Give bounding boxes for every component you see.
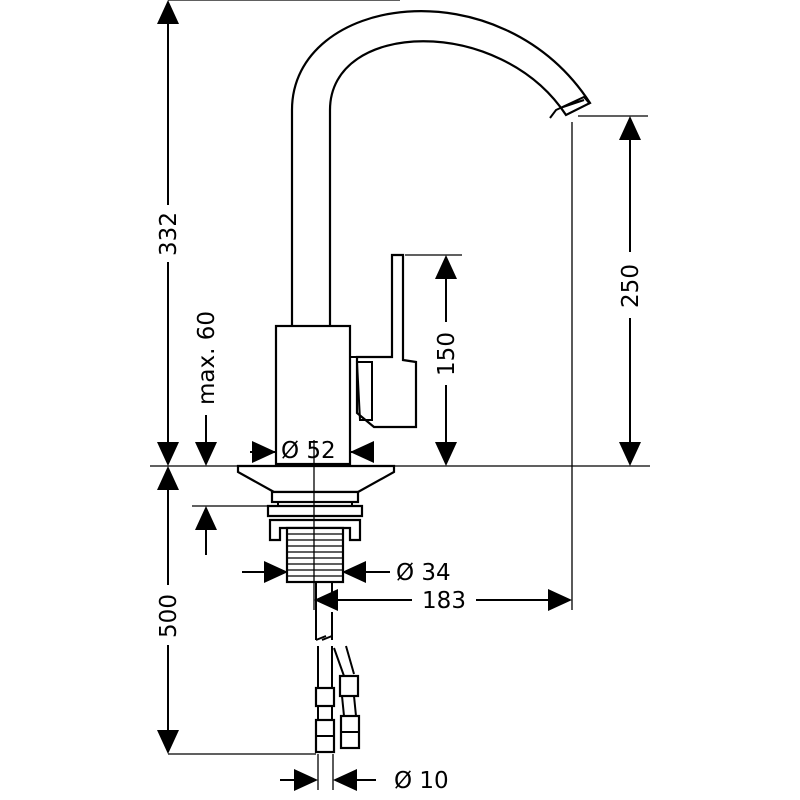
lever-cartridge [355, 361, 373, 421]
dimension-diameter-10: Ø 10 [280, 768, 449, 794]
spout-aerator [549, 95, 591, 119]
label-332: 332 [156, 212, 182, 256]
threaded-shank [285, 526, 345, 584]
dimension-150: 150 [434, 255, 460, 466]
label-250: 250 [618, 264, 644, 308]
hose-fitting-right [338, 674, 360, 698]
label-diameter-52: Ø 52 [281, 438, 336, 464]
hose-fitting-left [314, 686, 336, 708]
supply-hose-right [333, 645, 355, 677]
supply-hose-left [317, 646, 333, 688]
faucet-lever [355, 253, 418, 429]
mounting-bracket [268, 518, 362, 542]
dimension-332: 332 [156, 0, 182, 466]
mounting-nut [270, 490, 360, 504]
dimension-diameter-52: Ø 52 [250, 438, 374, 464]
dimension-250: 250 [618, 116, 644, 466]
faucet-body [274, 324, 352, 466]
dimension-500: 500 [156, 466, 182, 754]
label-max-60: max. 60 [194, 311, 220, 405]
dimension-max-60: max. 60 [194, 311, 220, 555]
label-diameter-34: Ø 34 [396, 560, 451, 586]
label-diameter-10: Ø 10 [394, 768, 449, 794]
label-500: 500 [156, 594, 182, 638]
label-150: 150 [434, 332, 460, 376]
mounting-washer [266, 504, 364, 518]
faucet-outline [236, 10, 592, 754]
mounting-plate [236, 464, 396, 494]
dimension-183: 183 [314, 588, 572, 614]
dimension-diameter-34: Ø 34 [242, 560, 451, 586]
label-183: 183 [422, 588, 466, 614]
shank-threads [287, 533, 343, 577]
center-hose [315, 582, 333, 640]
